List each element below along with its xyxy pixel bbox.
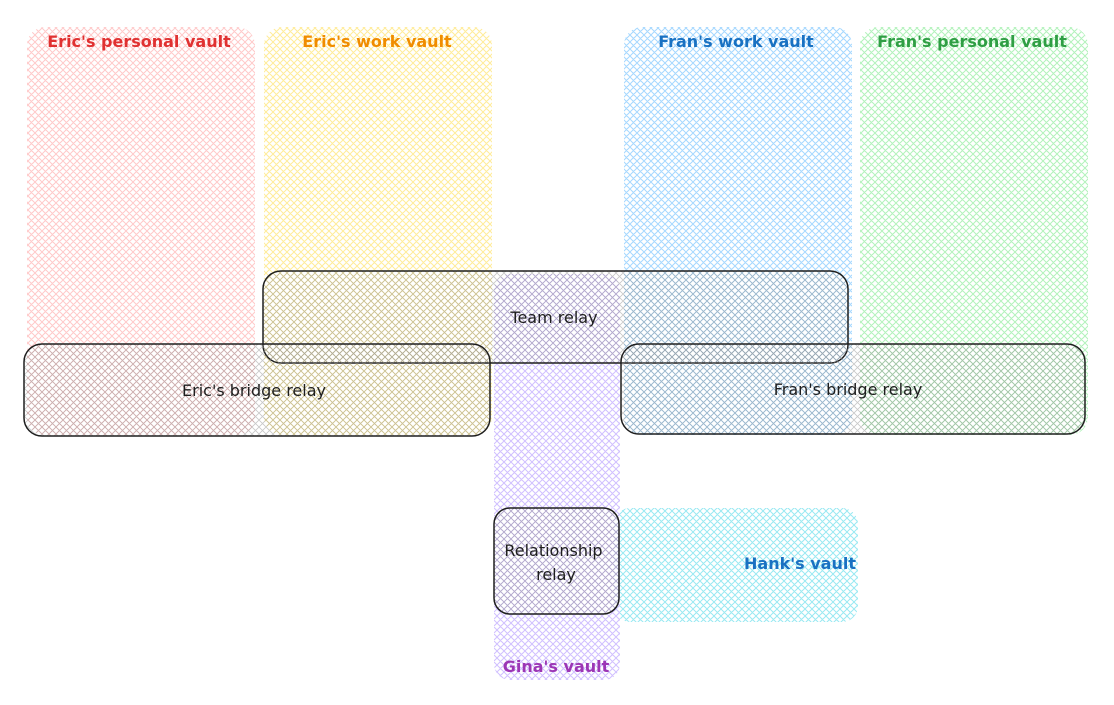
- vault-eric-work-label: Eric's work vault: [302, 32, 452, 51]
- vault-eric-personal: Eric's personal vault: [27, 27, 255, 435]
- relay-relationship-box: [493, 507, 620, 615]
- vault-fran-personal-area: [860, 27, 1088, 435]
- relay-team: Team relay: [262, 270, 849, 364]
- relay-eric-bridge-box: [23, 343, 491, 437]
- vault-fran-personal: Fran's personal vault: [860, 27, 1088, 435]
- relay-relationship-label: Relationship relay: [504, 541, 607, 584]
- relay-fran-bridge-label: Fran's bridge relay: [774, 380, 923, 399]
- vault-hank: Hank's vault: [614, 508, 858, 622]
- relay-relationship: Relationship relay: [493, 507, 620, 615]
- vault-eric-personal-label: Eric's personal vault: [47, 32, 231, 51]
- relay-team-label: Team relay: [509, 308, 597, 327]
- vault-hank-area: [614, 508, 858, 622]
- relay-fran-bridge-box: [620, 343, 1086, 435]
- vault-eric-personal-area: [27, 27, 255, 435]
- relay-eric-bridge-label: Eric's bridge relay: [182, 381, 326, 400]
- relay-fran-bridge: Fran's bridge relay: [620, 343, 1086, 435]
- relay-relationship-label-line-2: relay: [536, 565, 576, 584]
- vault-hank-label: Hank's vault: [744, 554, 856, 573]
- vault-fran-personal-label: Fran's personal vault: [877, 32, 1067, 51]
- relay-team-box: [262, 270, 849, 364]
- relay-relationship-label-line-1: Relationship: [504, 541, 602, 560]
- relay-eric-bridge: Eric's bridge relay: [23, 343, 491, 437]
- vault-gina-label: Gina's vault: [503, 657, 610, 676]
- vault-fran-work-label: Fran's work vault: [658, 32, 814, 51]
